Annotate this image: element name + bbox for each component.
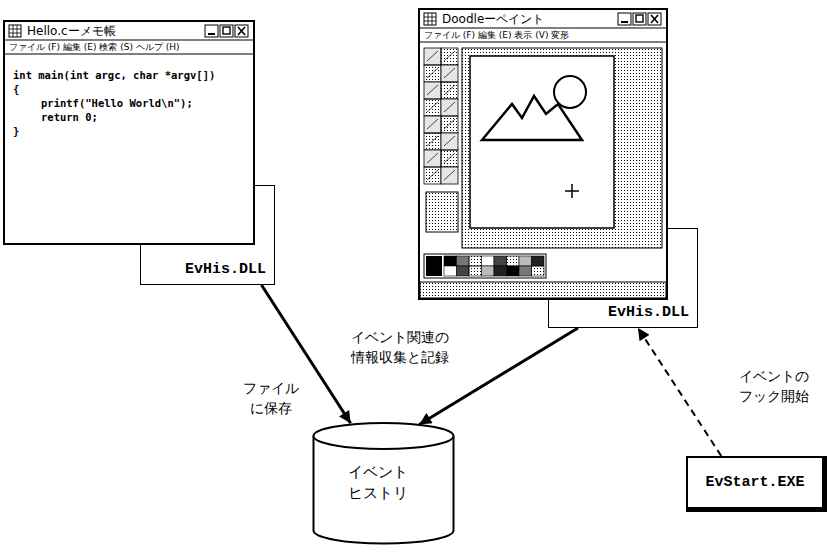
menu-bar: ファイル (F) 編集 (E) 表示 (V) 変形: [420, 28, 666, 42]
database-cylinder: イベント ヒストリ: [312, 422, 455, 545]
code-line: int main(int argc, char *argv[]): [5, 68, 253, 82]
hook-arrow: [638, 328, 721, 456]
window-frame: [5, 22, 253, 243]
editor-window: Hello.cーメモ帳ファイル (F) 編集 (E) 検索 (S) ヘルプ (H…: [3, 20, 255, 245]
module-name: EvStart.EXE: [705, 474, 804, 491]
code-line: }: [5, 124, 253, 138]
exe-box: EvStart.EXE: [686, 456, 827, 512]
code-line: return 0;: [5, 110, 253, 124]
annotation-label: イベントの フック開始: [728, 366, 820, 406]
code-line: {: [5, 82, 253, 96]
store-name: イベント ヒストリ: [348, 462, 420, 504]
cylinder-outline: [312, 422, 455, 545]
annotation-label: ファイル に保存: [236, 378, 306, 418]
window-title: Doodleーペイント: [420, 10, 666, 28]
paint-window: Doodleーペイントファイル (F) 編集 (E) 表示 (V) 変形: [418, 8, 668, 300]
module-name: EvHis.DLL: [185, 261, 266, 278]
code-line: printf("Hello World\n");: [5, 96, 253, 110]
annotation-label: イベント関連の 情報収集と記録: [340, 327, 460, 367]
menu-bar: ファイル (F) 編集 (E) 検索 (S) ヘルプ (H): [5, 40, 253, 54]
window-title: Hello.cーメモ帳: [5, 22, 253, 40]
module-name: EvHis.DLL: [608, 304, 689, 321]
paint-illustration: [420, 10, 666, 298]
